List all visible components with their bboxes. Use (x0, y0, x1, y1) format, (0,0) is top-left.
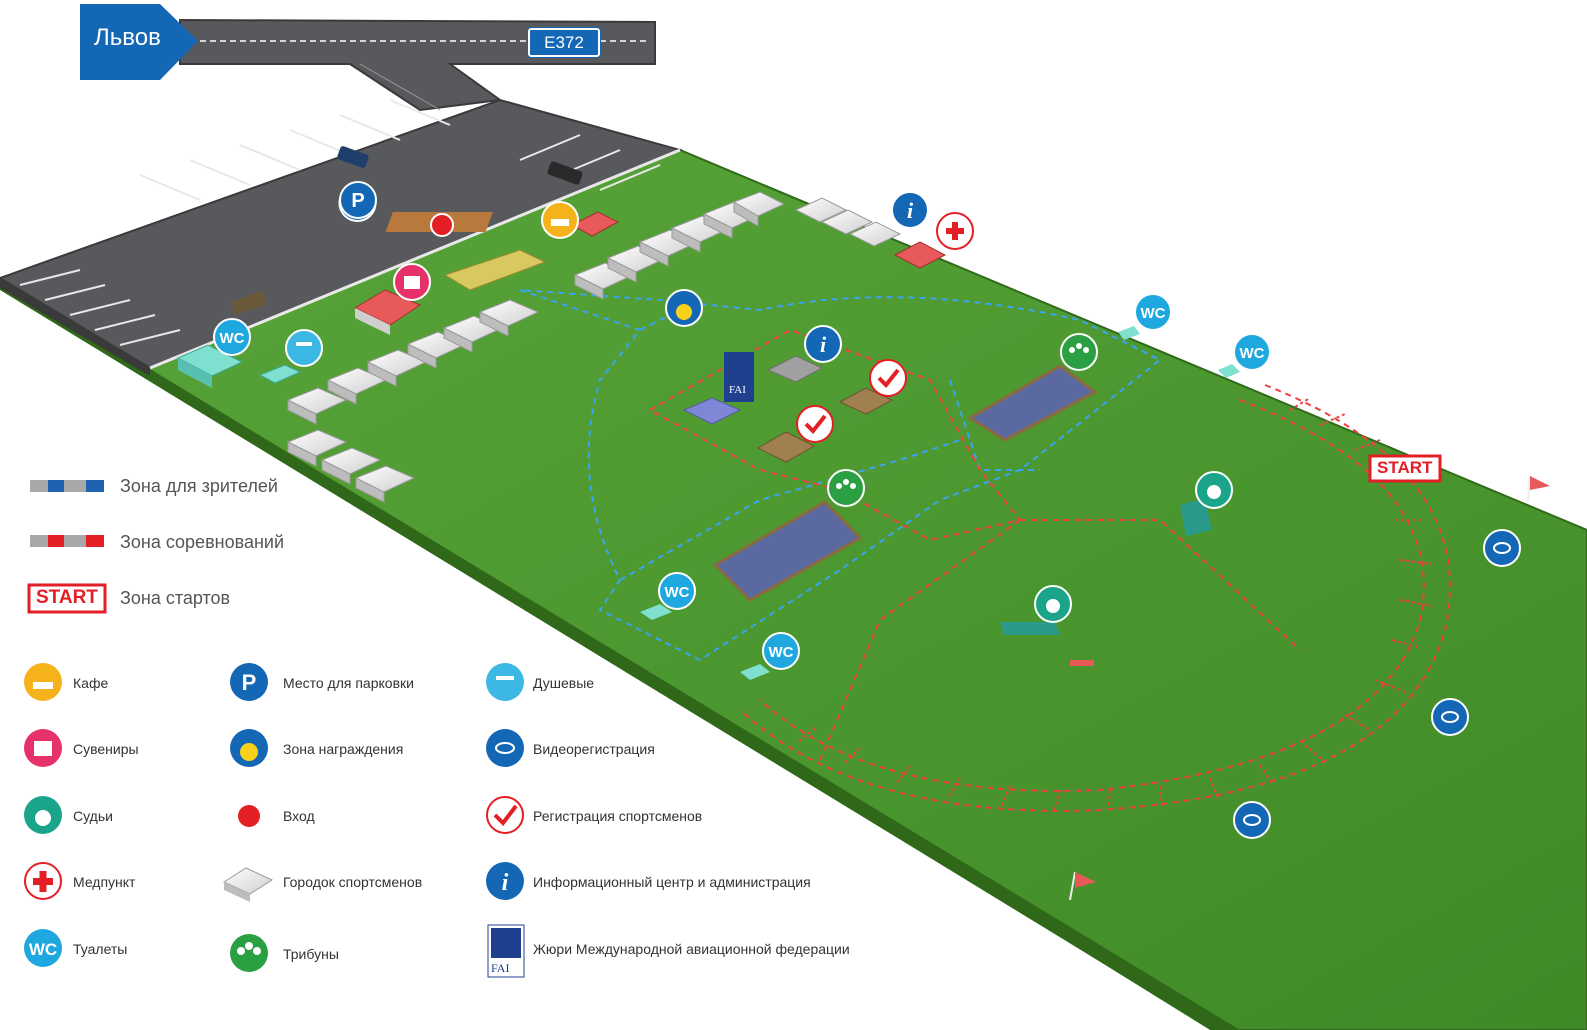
svg-text:WC: WC (665, 584, 690, 601)
svg-text:WC: WC (769, 644, 794, 661)
info-icon: i (486, 862, 524, 900)
tent (286, 191, 902, 503)
wc-icon: WC (24, 929, 62, 967)
windsock (1527, 474, 1550, 503)
video-camera-icon (486, 729, 524, 767)
shower-marker (285, 329, 323, 367)
competition-zone-label: Зона соревнований (120, 532, 285, 552)
legend-label-info: Информационный центр и администрация (533, 874, 811, 890)
svg-text:i: i (907, 198, 914, 223)
map-markers: P WC i i WC WC WC WC (213, 181, 1550, 901)
stands (712, 364, 1098, 602)
video-marker (1431, 698, 1469, 736)
fai-pavilion-label: FAI (729, 384, 746, 396)
start-zone-label: Зона стартов (120, 588, 231, 608)
start-zone-swatch (27, 583, 107, 614)
start-sign (1368, 454, 1442, 483)
cabins (176, 326, 1240, 680)
parking-lot (0, 98, 684, 376)
video-marker (1233, 801, 1271, 839)
registration-marker (869, 359, 907, 397)
svg-text:WC: WC (1240, 345, 1265, 362)
svg-text:i: i (502, 870, 509, 896)
windsock (1069, 871, 1096, 901)
cafe-marker (541, 201, 579, 239)
pavilions (682, 352, 894, 463)
gift-icon (24, 729, 62, 767)
spectator-zone-swatch (30, 480, 104, 492)
athlete-tents (286, 191, 902, 503)
judge-tables (1000, 498, 1212, 666)
legend-label-registration: Регистрация спортсменов (533, 808, 703, 824)
judges-marker (1195, 471, 1233, 509)
awards-marker (665, 289, 703, 327)
medical-cross-icon (24, 862, 62, 900)
start-zone-badge: START (36, 587, 98, 608)
medal-icon (230, 729, 268, 767)
entrance-marker (430, 213, 454, 237)
legend-fai-logo-text: FAI (491, 961, 510, 975)
route-number-badge: E372 (527, 27, 601, 58)
legend-label-parking: Место для парковки (283, 675, 414, 691)
cars (231, 146, 583, 315)
svg-text:P: P (351, 190, 364, 212)
facility-legend-icons: WC P i (24, 663, 525, 978)
legend-label-athlete-town: Городок спортсменов (283, 874, 423, 890)
souvenir-marker (393, 263, 431, 301)
wc-marker: WC (762, 632, 800, 670)
whistle-icon (24, 796, 62, 834)
wc-marker: WC (213, 318, 251, 356)
legend-label-medical: Медпункт (73, 874, 136, 890)
judges-marker (1034, 585, 1072, 623)
entrance-dot-icon (238, 805, 260, 827)
registration-marker (796, 405, 834, 443)
fai-logo-icon (487, 924, 525, 978)
parking-icon: P (230, 663, 268, 701)
cafe-icon (24, 663, 62, 701)
info-marker: i (804, 325, 842, 363)
legend-label-video: Видеорегистрация (533, 741, 655, 757)
svg-text:WC: WC (220, 330, 245, 347)
audience-icon (230, 934, 268, 972)
legend-label-fai: Жюри Международной авиационной федерации (533, 941, 850, 957)
wc-marker: WC (1233, 333, 1271, 371)
legend-label-souvenirs: Сувениры (73, 741, 139, 757)
city-direction-label: Львов (94, 24, 161, 51)
svg-text:P: P (242, 670, 257, 695)
legend-label-stands: Трибуны (283, 946, 339, 962)
medical-marker (936, 212, 974, 250)
legend-label-wc: Туалеты (73, 941, 128, 957)
legend-label-judges: Судьи (73, 808, 113, 824)
video-marker (1483, 529, 1521, 567)
legend-label-cafe: Кафе (73, 675, 109, 691)
checkmark-icon (486, 796, 524, 834)
shower-icon (486, 663, 524, 701)
map-start-label: START (1377, 458, 1433, 477)
svg-text:WC: WC (29, 940, 57, 959)
parking-marker: P (338, 181, 377, 222)
legend-label-entrance: Вход (283, 808, 315, 824)
zone-legend-swatches (27, 480, 107, 614)
legend-label-awards: Зона награждения (283, 741, 404, 757)
legend-label-showers: Душевые (533, 675, 595, 691)
tent-icon (222, 867, 274, 902)
spectator-zone-label: Зона для зрителей (120, 476, 278, 496)
stands-marker (827, 469, 865, 507)
info-marker: i (891, 191, 929, 229)
svg-text:i: i (820, 332, 827, 357)
road-direction-sign (80, 4, 198, 80)
wc-marker: WC (658, 572, 696, 610)
svg-text:WC: WC (1141, 305, 1166, 322)
competition-zone-swatch (30, 535, 104, 547)
wc-marker: WC (1134, 293, 1172, 331)
stands-marker (1060, 333, 1098, 371)
